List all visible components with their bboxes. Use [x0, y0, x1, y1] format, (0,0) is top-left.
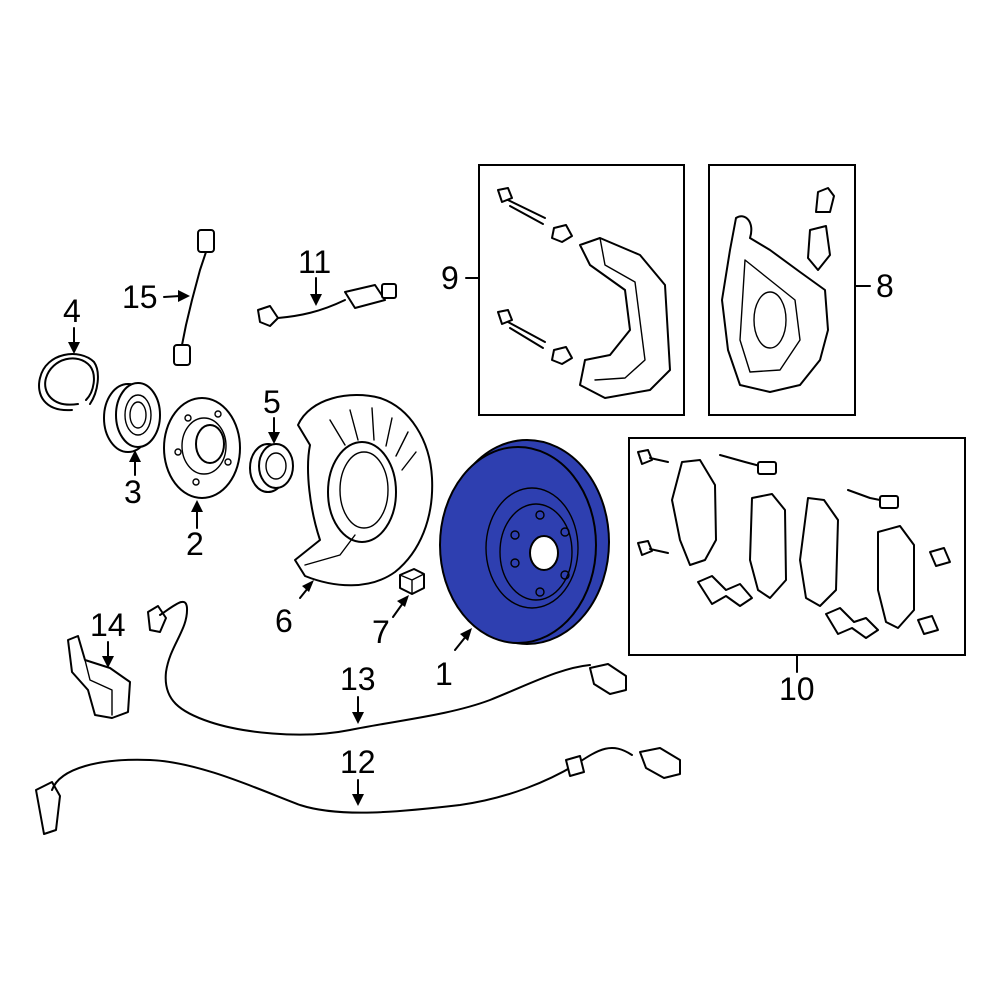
caliper-bracket-part[interactable] [497, 187, 671, 399]
callout-7[interactable]: 7 [372, 614, 390, 650]
callout-12[interactable]: 12 [340, 744, 376, 780]
callout-3[interactable]: 3 [124, 474, 142, 510]
brake-pad-kit-part[interactable] [637, 449, 951, 639]
callout-13[interactable]: 13 [340, 661, 376, 697]
callout-8[interactable]: 8 [876, 268, 894, 304]
wheel-bearing-part[interactable] [103, 382, 161, 453]
wear-sensor-wire-part[interactable] [173, 229, 215, 366]
wear-sensor-part[interactable] [257, 283, 397, 327]
callout-10[interactable]: 10 [779, 671, 815, 707]
callout-2[interactable]: 2 [186, 526, 204, 562]
callout-11[interactable]: 11 [298, 244, 331, 280]
wheel-hub-part[interactable] [163, 397, 241, 499]
callout-1[interactable]: 1 [435, 656, 453, 692]
callout-6[interactable]: 6 [275, 603, 293, 639]
callout-14[interactable]: 14 [90, 607, 126, 643]
bolt-part[interactable] [399, 568, 425, 595]
rotor-front-face [439, 446, 597, 644]
speed-sensor-harness-rear-part[interactable] [35, 747, 681, 835]
caliper-bracket-group-box [478, 164, 685, 416]
brake-rotor-part[interactable] [439, 439, 610, 645]
retaining-ring-part[interactable] [38, 353, 99, 412]
callout-15[interactable]: 15 [122, 279, 158, 315]
seal-part[interactable] [249, 443, 294, 493]
brake-caliper-part[interactable] [721, 187, 835, 393]
leader-lines [68, 277, 871, 806]
splash-shield-part[interactable] [294, 394, 434, 587]
callout-5[interactable]: 5 [263, 384, 281, 420]
callout-9[interactable]: 9 [441, 260, 459, 296]
sensor-bracket-part[interactable] [67, 635, 131, 719]
caliper-group-box [708, 164, 856, 416]
speed-sensor-harness-front-part[interactable] [147, 600, 627, 736]
callout-4[interactable]: 4 [63, 293, 81, 329]
